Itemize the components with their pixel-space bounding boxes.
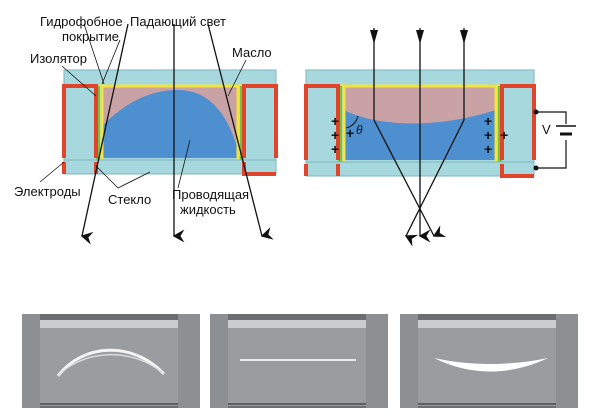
charge-left-3: + (331, 141, 339, 157)
label-conductive-2: жидкость (180, 202, 236, 217)
voltage-label: V (542, 122, 551, 137)
electrode-left (62, 84, 98, 158)
right-lens-diagram: θ + + + + + + + + V (304, 28, 576, 247)
photo-convex-lens (22, 314, 200, 408)
label-incident-light: Падающий свет (130, 14, 226, 29)
charge-left-4: + (346, 125, 354, 141)
theta-symbol: θ (356, 123, 363, 137)
charge-right-2: + (484, 127, 492, 143)
charge-right-4: + (500, 127, 508, 143)
label-electrodes: Электроды (14, 184, 81, 199)
liquid-convex (102, 90, 240, 158)
label-glass: Стекло (108, 192, 151, 207)
ray-left-1 (80, 23, 129, 245)
lens-diagrams: Гидрофобное покрытие Падающий свет Изоля… (14, 14, 576, 247)
contact-angle-arc (345, 115, 359, 129)
label-oil: Масло (232, 45, 272, 60)
left-lens-diagram: Гидрофобное покрытие Падающий свет Изоля… (14, 14, 278, 245)
charge-left-1: + (331, 113, 339, 129)
charge-right-3: + (484, 141, 492, 157)
charge-left-2: + (331, 127, 339, 143)
label-conductive-1: Проводящая (172, 187, 249, 202)
ray-left-3 (207, 23, 274, 240)
electrode-right-right-diagram (500, 84, 536, 160)
photo-concave-lens (400, 314, 578, 408)
circuit-wire (536, 111, 567, 124)
electrode-right (242, 84, 278, 158)
photo-flat-lens (210, 314, 388, 408)
label-insulator: Изолятор (30, 51, 87, 66)
label-hydrophobic-2: покрытие (62, 29, 119, 44)
label-hydrophobic-1: Гидрофобное (40, 14, 123, 29)
electrode-left-right-diagram (304, 84, 340, 160)
charge-right-1: + (484, 113, 492, 129)
